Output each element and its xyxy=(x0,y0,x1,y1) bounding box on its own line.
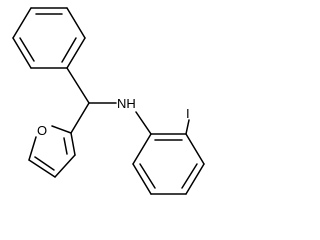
iodine-label: I xyxy=(186,106,190,121)
furan-ring xyxy=(28,125,76,178)
nh-aryl-bond xyxy=(135,111,152,135)
carbon-iodine-bond xyxy=(185,119,190,135)
phenyl-ch-bond xyxy=(66,67,90,104)
chemical-structure: NH O I xyxy=(12,7,205,195)
oxygen-label: O xyxy=(37,123,47,138)
phenyl-ring xyxy=(12,7,86,69)
iodophenyl-ring xyxy=(132,133,205,195)
ch-furan-bond xyxy=(70,102,90,134)
nitrogen-label: NH xyxy=(117,96,136,111)
